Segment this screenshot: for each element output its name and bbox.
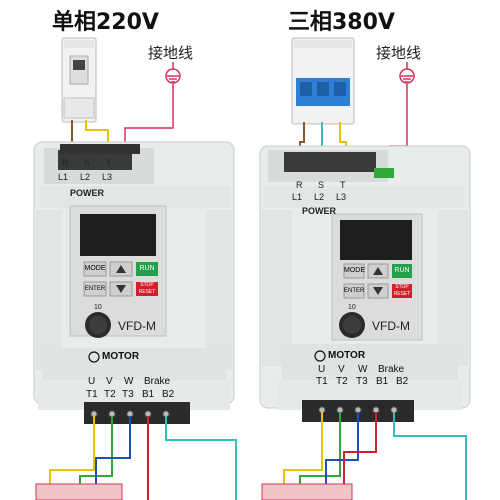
left-title: 单相220V <box>52 10 159 35</box>
left-model-label: VFD-M <box>118 319 156 333</box>
left-run-key[interactable]: RUN <box>139 265 155 272</box>
left-mode-key[interactable]: MODE <box>84 265 106 272</box>
left-breaker-icon <box>61 37 97 123</box>
right-mode-key[interactable]: MODE <box>344 267 365 274</box>
left-ground-icon <box>165 62 181 84</box>
left-vfd-body <box>33 141 235 424</box>
right-ground-icon <box>399 62 415 84</box>
right-vfd-body <box>259 145 471 422</box>
right-model-label: VFD-M <box>372 319 410 333</box>
right-enter-key[interactable]: ENTER <box>344 288 365 294</box>
left-stop-key[interactable]: STOP RESET <box>138 282 156 295</box>
right-ground-label: 接地线 <box>376 44 422 62</box>
left-dial-mark: 10 <box>94 304 102 311</box>
left-power-label: POWER <box>70 188 105 198</box>
left-ground-label: 接地线 <box>148 44 194 62</box>
right-stop-key[interactable]: STOP RESET <box>393 284 411 297</box>
left-brand-label: MOTOR <box>102 351 140 362</box>
right-title: 三相380V <box>288 10 395 35</box>
right-breaker-icon <box>291 37 355 125</box>
right-run-key[interactable]: RUN <box>394 267 410 274</box>
right-power-label: POWER <box>302 206 337 216</box>
left-enter-key[interactable]: ENTER <box>84 286 106 292</box>
right-dial-mark: 10 <box>348 304 356 311</box>
right-brand-label: MOTOR <box>328 350 366 361</box>
